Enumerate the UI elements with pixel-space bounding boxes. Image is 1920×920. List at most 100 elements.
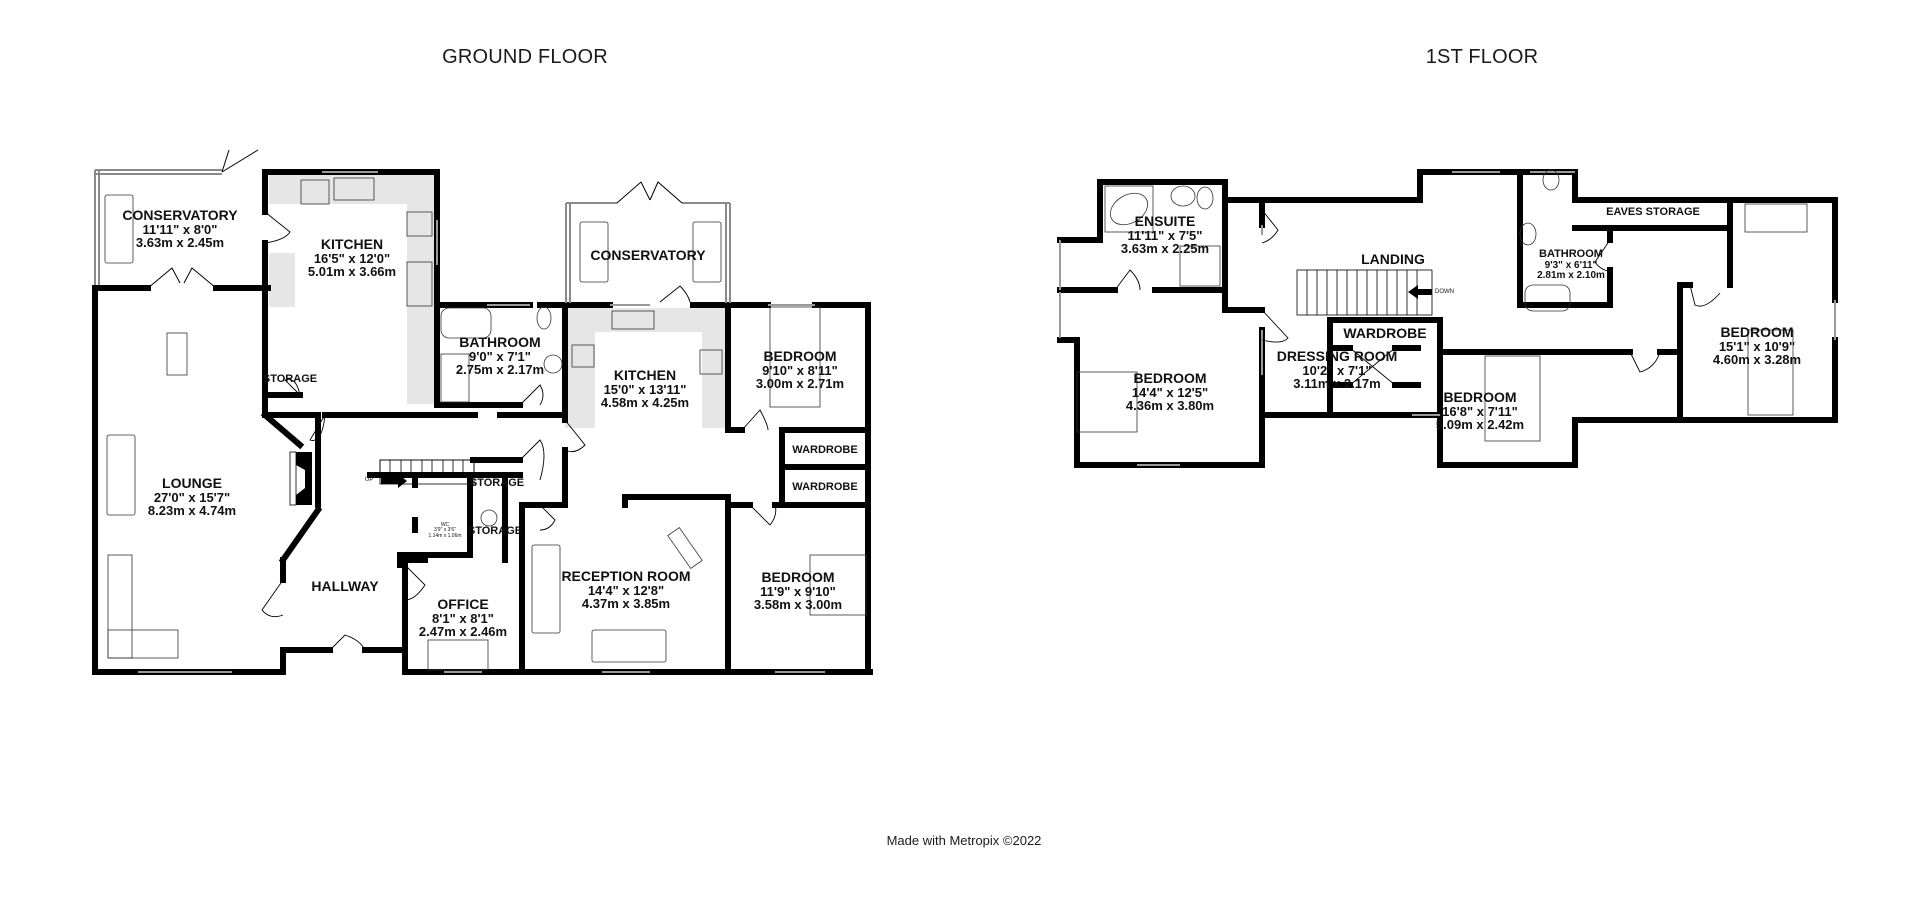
room-dimensions-metric: 5.09m x 2.42m <box>1435 417 1525 433</box>
room-ensuite: ENSUITE 11'11" x 7'5" 3.63m x 2.25m <box>1121 214 1209 256</box>
room-dimensions-imperial: 10'2" x 7'1" <box>1302 362 1372 378</box>
room-name: ENSUITE <box>1134 213 1196 229</box>
conservatory-1-glazing <box>94 169 222 285</box>
room-bedroom-first-1: BEDROOM 14'4" x 12'5" 4.36m x 3.80m <box>1126 371 1214 413</box>
room-hallway: HALLWAY <box>311 579 378 594</box>
room-storage-1: STORAGE <box>262 373 318 386</box>
room-reception: RECEPTION ROOM 14'4" x 12'8" 4.37m x 3.8… <box>561 569 690 611</box>
room-wardrobe-first: WARDROBE <box>1343 326 1426 341</box>
ground-floor-plan <box>92 149 873 675</box>
room-dimensions-metric: 3.00m x 2.71m <box>755 376 845 392</box>
room-eaves-storage: EAVES STORAGE <box>1606 206 1700 219</box>
room-conservatory-2: CONSERVATORY <box>590 248 705 263</box>
fireplace <box>296 452 312 505</box>
room-name: STORAGE <box>469 477 525 489</box>
room-name: HALLWAY <box>311 578 379 594</box>
room-kitchen-1: KITCHEN 16'5" x 12'0" 5.01m x 3.66m <box>308 237 396 279</box>
room-dimensions-metric: 2.47m x 2.46m <box>418 624 508 640</box>
room-dimensions-imperial: 11'11" x 7'5" <box>1127 227 1203 243</box>
room-name: BEDROOM <box>761 569 835 585</box>
room-dimensions-metric: 3.63m x 2.25m <box>1120 241 1210 257</box>
room-name: WARDROBE <box>1343 325 1427 341</box>
room-dimensions-imperial: 9'3" x 6'11" <box>1544 259 1598 271</box>
room-kitchen-2: KITCHEN 15'0" x 13'11" 4.58m x 4.25m <box>601 368 689 410</box>
room-bathroom-first: BATHROOM 9'3" x 6'11" 2.81m x 2.10m <box>1537 248 1605 282</box>
room-dimensions-imperial: 11'11" x 8'0" <box>142 221 218 237</box>
room-name: EAVES STORAGE <box>1606 206 1700 218</box>
room-dimensions-imperial: 16'8" x 7'11" <box>1442 403 1518 419</box>
room-storage-3: STORAGE <box>467 525 523 538</box>
room-name: WARDROBE <box>792 444 858 456</box>
conservatory-2-glazing <box>565 202 731 303</box>
room-dimensions-imperial: 9'10" x 8'11" <box>762 362 838 378</box>
room-dimensions-metric: 5.01m x 3.66m <box>307 264 397 280</box>
room-dimensions-metric: 4.58m x 4.25m <box>600 395 690 411</box>
room-dimensions-metric: 4.60m x 3.28m <box>1712 352 1802 368</box>
first-floor-furniture <box>1076 169 1808 442</box>
room-dimensions-imperial: 15'1" x 10'9" <box>1718 338 1796 354</box>
room-name: BEDROOM <box>1133 370 1207 386</box>
room-name: CONSERVATORY <box>122 207 238 223</box>
room-dimensions-imperial: 14'4" x 12'5" <box>1131 384 1209 400</box>
room-dimensions-imperial: 9'0" x 7'1" <box>469 348 531 364</box>
room-dimensions-metric: 8.23m x 4.74m <box>147 503 237 519</box>
room-dimensions-metric: 3.63m x 2.45m <box>135 235 225 251</box>
room-dimensions-metric: 4.37m x 3.85m <box>581 596 671 612</box>
room-bedroom-ground-2: BEDROOM 11'9" x 9'10" 3.58m x 3.00m <box>754 570 842 612</box>
stair-down-label: DOWN <box>1435 289 1454 295</box>
down-arrow-icon <box>1408 285 1432 299</box>
room-name: BATHROOM <box>1539 248 1603 260</box>
room-name: BEDROOM <box>763 348 837 364</box>
room-name: KITCHEN <box>320 236 384 252</box>
room-bathroom-ground: BATHROOM 9'0" x 7'1" 2.75m x 2.17m <box>456 335 544 377</box>
room-name: BEDROOM <box>1443 389 1517 405</box>
room-name: STORAGE <box>467 525 523 537</box>
up-arrow-icon <box>381 474 407 488</box>
first-floor-door-swings <box>1114 209 1721 386</box>
room-name: STORAGE <box>262 373 318 385</box>
furniture <box>104 177 867 671</box>
room-office: OFFICE 8'1" x 8'1" 2.47m x 2.46m <box>419 597 507 639</box>
room-bedroom-ground-1: BEDROOM 9'10" x 8'11" 3.00m x 2.71m <box>756 349 844 391</box>
room-name: CONSERVATORY <box>590 247 706 263</box>
room-dimensions-imperial: 8'1" x 8'1" <box>432 610 494 626</box>
room-dimensions-imperial: 16'5" x 12'0" <box>313 250 391 266</box>
room-dimensions-metric: 3.58m x 3.00m <box>753 597 843 613</box>
room-lounge: LOUNGE 27'0" x 15'7" 8.23m x 4.74m <box>148 476 236 518</box>
room-landing: LANDING <box>1361 252 1425 267</box>
room-name: LANDING <box>1361 251 1425 267</box>
room-name: DRESSING ROOM <box>1276 348 1398 364</box>
room-dimensions-imperial: 14'4" x 12'8" <box>587 582 665 598</box>
room-storage-2: STORAGE <box>469 477 525 490</box>
room-dimensions-metric: 1.14m x 1.06m <box>428 532 462 539</box>
room-conservatory-1: CONSERVATORY 11'11" x 8'0" 3.63m x 2.45m <box>122 208 237 250</box>
footer-credit: Made with Metropix ©2022 <box>886 833 1042 848</box>
room-bedroom-first-3: BEDROOM 15'1" x 10'9" 4.60m x 3.28m <box>1713 325 1801 367</box>
first-floor-plan <box>1057 169 1838 468</box>
room-dimensions-metric: 2.81m x 2.10m <box>1537 270 1605 282</box>
ground-floor-title: GROUND FLOOR <box>442 46 608 68</box>
room-name: OFFICE <box>437 596 489 612</box>
room-dimensions-imperial: 3'9" x 3'6" <box>434 527 456 534</box>
room-name: WC <box>440 522 450 528</box>
room-bedroom-first-2: BEDROOM 16'8" x 7'11" 5.09m x 2.42m <box>1436 390 1524 432</box>
room-wc: WC 3'9" x 3'6" 1.14m x 1.06m <box>428 522 462 539</box>
room-dimensions-metric: 2.75m x 2.17m <box>455 362 545 378</box>
room-name: WARDROBE <box>792 481 858 493</box>
first-floor-windows <box>1059 171 1836 466</box>
room-name: LOUNGE <box>162 475 222 491</box>
room-wardrobe-1: WARDROBE <box>792 444 858 457</box>
stair-up-label: UP <box>365 477 374 483</box>
room-wardrobe-2: WARDROBE <box>792 481 858 494</box>
room-name: KITCHEN <box>613 367 677 383</box>
door-swings <box>261 211 777 651</box>
kitchen-units <box>269 174 728 428</box>
room-dressing-room: DRESSING ROOM 10'2" x 7'1" 3.11m x 2.17m <box>1277 349 1398 391</box>
room-dimensions-imperial: 11'9" x 9'10" <box>760 583 836 599</box>
room-dimensions-metric: 4.36m x 3.80m <box>1125 398 1215 414</box>
room-dimensions-imperial: 27'0" x 15'7" <box>153 489 231 505</box>
windows <box>138 171 825 673</box>
first-floor-title: 1ST FLOOR <box>1425 46 1539 68</box>
room-dimensions-imperial: 15'0" x 13'11" <box>603 381 687 397</box>
